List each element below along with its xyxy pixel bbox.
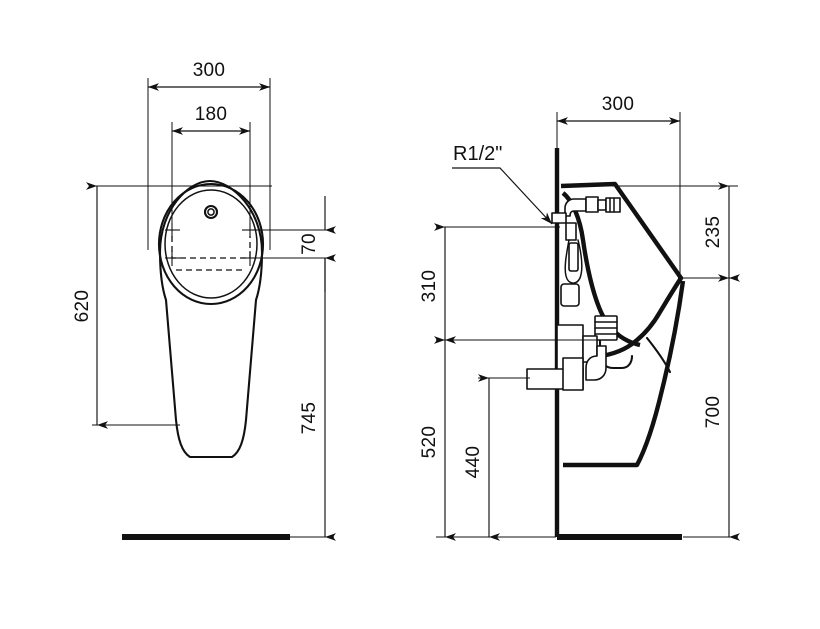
dim-label-side-700: 700 <box>703 396 724 429</box>
dim-label-bracket-drop: 70 <box>299 233 320 255</box>
dim-front-height-620: 620 <box>72 182 108 429</box>
dim-label-front-height: 620 <box>72 290 93 323</box>
dim-front-width-300: 300 <box>148 60 270 91</box>
side-view-group: 300 235 700 310 520 <box>419 94 740 541</box>
dim-label-front-total: 745 <box>299 402 320 435</box>
mounting-bracket-hidden <box>171 236 251 259</box>
dim-label-side-310: 310 <box>419 270 440 303</box>
dim-side-310: 310 <box>419 223 456 344</box>
dim-side-700: 700 <box>703 274 740 541</box>
dim-label-side-235: 235 <box>703 216 724 249</box>
annotation-r-half-inch: R1/2" <box>452 143 553 225</box>
pedestal-skirt-profile <box>563 280 686 468</box>
front-view-group: 300 180 620 70 745 <box>72 60 336 541</box>
dim-side-520: 520 <box>419 336 456 541</box>
bowl-inner-profile <box>561 191 641 348</box>
dim-label-front-width: 300 <box>193 60 226 81</box>
water-inlet-fitting <box>551 196 621 284</box>
bowl-rim-outer <box>157 182 265 306</box>
dim-side-depth-300: 300 <box>557 94 680 125</box>
dim-label-side-depth: 300 <box>602 94 635 115</box>
dim-label-side-440: 440 <box>463 446 484 479</box>
dim-front-total-745: 745 <box>299 258 336 541</box>
label-water-inlet-thread: R1/2" <box>453 143 502 165</box>
bolt-center-mark-left-lower <box>165 251 180 266</box>
dim-label-side-520: 520 <box>419 426 440 459</box>
dim-side-440: 440 <box>463 374 500 541</box>
skirt-inner-curve <box>645 336 672 374</box>
dim-side-235: 235 <box>703 182 740 282</box>
dim-front-bolt-spacing-180: 180 <box>172 104 250 135</box>
drain-outlet-hole-inner <box>207 208 215 216</box>
urinal-front-outline <box>158 179 264 459</box>
dim-front-bracket-70: 70 <box>299 196 336 292</box>
wall-mount-bracket <box>560 283 580 307</box>
urinal-side-outline <box>560 181 684 360</box>
bowl-rim-inner <box>164 189 258 299</box>
supply-stub-fitting <box>526 357 584 391</box>
drain-outlet-hole <box>203 204 219 220</box>
dim-label-bolt-spacing: 180 <box>195 104 228 125</box>
bellows-connector <box>594 315 618 341</box>
